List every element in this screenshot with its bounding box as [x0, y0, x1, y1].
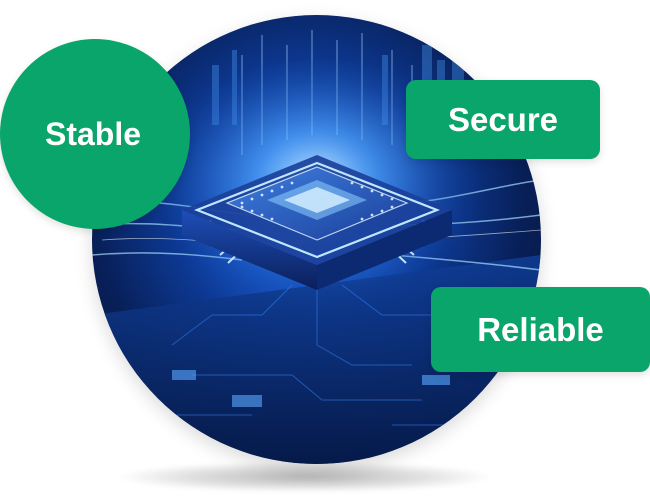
- stable-badge: Stable: [0, 39, 190, 229]
- microchip-icon: [92, 30, 541, 464]
- ground-shadow: [120, 462, 490, 492]
- reliable-badge: Reliable: [431, 287, 650, 372]
- secure-badge: Secure: [406, 80, 600, 159]
